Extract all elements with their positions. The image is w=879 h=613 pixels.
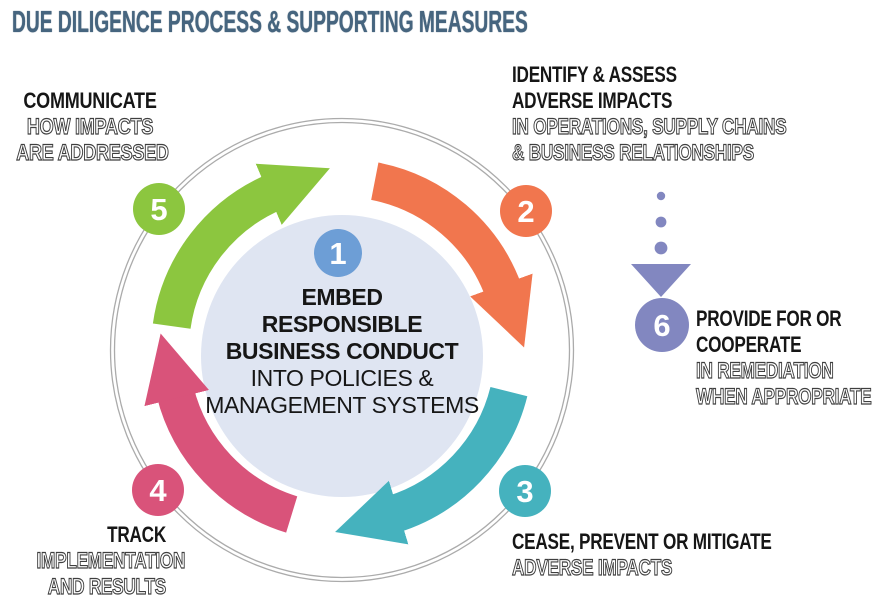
step-2-label: IDENTIFY & ASSESS ADVERSE IMPACTS IN OPE… bbox=[512, 62, 864, 166]
step-6-title-line1: PROVIDE FOR OR bbox=[696, 306, 842, 331]
step-5-title: COMMUNICATE bbox=[23, 88, 157, 113]
step-4-number: 4 bbox=[149, 473, 167, 508]
step-1-subtitle-line1: INTO POLICIES & bbox=[250, 365, 434, 391]
step-6-badge bbox=[635, 298, 689, 352]
outer-ring-inner-line bbox=[113, 121, 571, 579]
step-4-label: TRACK IMPLEMENTATION AND RESULTS bbox=[0, 522, 186, 600]
diagram-title: DUE DILIGENCE PROCESS & SUPPORTING MEASU… bbox=[12, 4, 528, 39]
step-3-badge bbox=[499, 465, 551, 517]
step-2-subtitle-line2: & BUSINESS RELATIONSHIPS bbox=[512, 139, 755, 165]
step-5-label: COMMUNICATE HOW IMPACTS ARE ADDRESSED bbox=[0, 88, 180, 166]
step-5-badge bbox=[133, 183, 185, 235]
step-4-subtitle-line1: IMPLEMENTATION bbox=[36, 547, 186, 573]
arc-arrow-identify bbox=[370, 162, 533, 348]
dot-small bbox=[656, 191, 666, 201]
step-3-subtitle: ADVERSE IMPACTS bbox=[512, 554, 673, 580]
arc-arrow-cease bbox=[335, 386, 528, 545]
step-4-badge bbox=[132, 464, 184, 516]
step-2-title-line1: IDENTIFY & ASSESS bbox=[512, 62, 677, 87]
step-1-badge bbox=[314, 229, 362, 277]
step-1-title-line3: BUSINESS CONDUCT bbox=[225, 338, 459, 364]
dot-large bbox=[654, 241, 668, 255]
step-6-subtitle-line2: WHEN APPROPRIATE bbox=[696, 383, 873, 409]
step-4-title: TRACK bbox=[107, 522, 166, 547]
step-6-number: 6 bbox=[653, 308, 670, 343]
step-1-number: 1 bbox=[329, 236, 346, 271]
step-2-badge bbox=[500, 185, 552, 237]
step-4-subtitle-line2: AND RESULTS bbox=[47, 573, 166, 599]
step-3-title: CEASE, PREVENT OR MITIGATE bbox=[512, 529, 772, 554]
arc-arrow-communicate bbox=[152, 163, 330, 330]
step-2-number: 2 bbox=[517, 194, 534, 229]
dotted-arrow-down-icon bbox=[631, 191, 691, 297]
step-6-title-line2: COOPERATE bbox=[696, 332, 802, 357]
arc-arrow-track bbox=[144, 333, 298, 533]
step-3-number: 3 bbox=[516, 474, 533, 509]
step-5-subtitle-line2: ARE ADDRESSED bbox=[16, 139, 170, 165]
step-5-number: 5 bbox=[150, 192, 167, 227]
step-3-label: CEASE, PREVENT OR MITIGATE ADVERSE IMPAC… bbox=[512, 529, 845, 581]
step-1-subtitle-line2: MANAGEMENT SYSTEMS bbox=[205, 392, 479, 418]
step-2-subtitle-line1: IN OPERATIONS, SUPPLY CHAINS bbox=[512, 113, 788, 139]
triangle-down-icon bbox=[631, 264, 691, 297]
step-2-title-line2: ADVERSE IMPACTS bbox=[512, 88, 673, 113]
step-1-label: EMBED RESPONSIBLE BUSINESS CONDUCT INTO … bbox=[197, 284, 487, 419]
step-6-label: PROVIDE FOR OR COOPERATE IN REMEDIATION … bbox=[696, 306, 879, 410]
step-1-title-line1: EMBED bbox=[301, 284, 383, 310]
center-circle bbox=[201, 215, 483, 497]
outer-ring-outer-line bbox=[109, 117, 575, 583]
step-6-subtitle-line1: IN REMEDIATION bbox=[696, 357, 835, 383]
step-5-subtitle-line1: HOW IMPACTS bbox=[26, 113, 154, 139]
dot-medium bbox=[655, 216, 667, 228]
step-1-title-line2: RESPONSIBLE bbox=[261, 311, 423, 337]
